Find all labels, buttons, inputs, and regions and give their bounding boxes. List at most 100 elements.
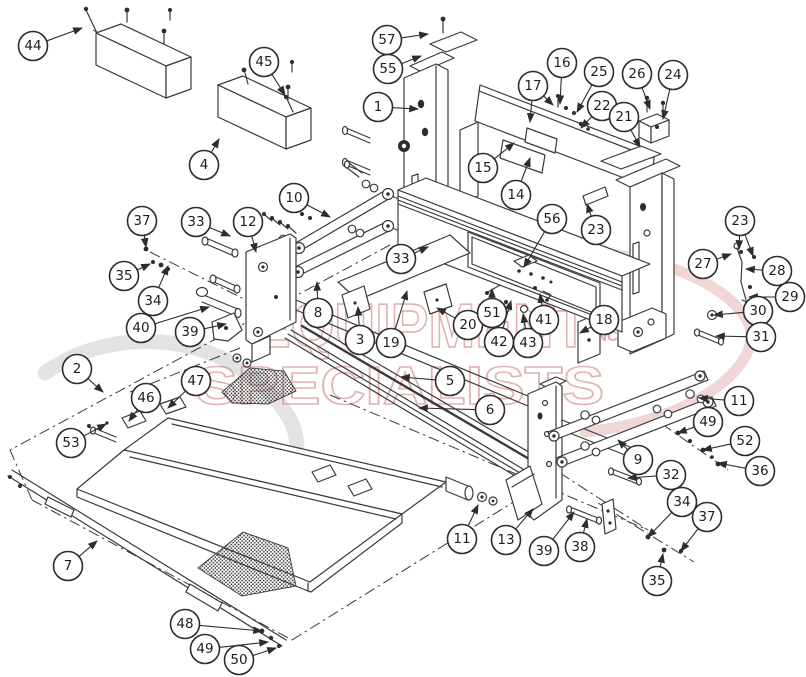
part-number-balloon xyxy=(655,459,687,491)
part-number-balloon xyxy=(580,214,612,246)
leader-line xyxy=(354,305,363,326)
callout-56-16: 56 xyxy=(523,203,568,268)
leader-line xyxy=(523,231,545,268)
part-number-label: 35 xyxy=(648,573,665,589)
part-number-balloon xyxy=(372,53,404,85)
part-number-label: 38 xyxy=(571,539,588,555)
part-number-balloon xyxy=(278,182,310,214)
callout-43-38: 43 xyxy=(512,312,544,359)
part-number-label: 39 xyxy=(535,543,552,559)
part-number-label: 53 xyxy=(62,435,79,451)
part-header-crossmember xyxy=(397,177,651,333)
part-number-label: 19 xyxy=(382,335,399,351)
leader-line xyxy=(199,624,264,635)
part-number-label: 23 xyxy=(587,222,604,238)
part-number-balloon xyxy=(528,535,560,567)
part-number-label: 37 xyxy=(133,213,150,229)
part-number-balloon xyxy=(188,149,220,181)
part-number-label: 49 xyxy=(196,641,213,657)
part-number-balloon xyxy=(622,444,654,476)
part-number-balloon xyxy=(52,550,84,582)
part-number-label: 44 xyxy=(24,38,41,54)
leader-line xyxy=(735,235,744,251)
part-number-label: 26 xyxy=(628,66,645,82)
part-number-label: 37 xyxy=(698,509,715,525)
part-number-balloon xyxy=(512,327,544,359)
part-number-balloon xyxy=(137,285,169,317)
part-number-balloon xyxy=(761,255,793,287)
part-number-balloon xyxy=(434,365,466,397)
leader-line xyxy=(394,289,409,329)
leader-line xyxy=(467,504,479,526)
leader-line xyxy=(520,156,531,182)
part-number-label: 10 xyxy=(285,190,302,206)
part-number-balloon xyxy=(536,203,568,235)
callout-28-19: 28 xyxy=(744,255,793,287)
part-number-label: 20 xyxy=(459,317,476,333)
callout-31-22: 31 xyxy=(714,321,777,353)
part-number-balloon xyxy=(189,633,221,665)
part-number-label: 57 xyxy=(378,32,395,48)
part-number-label: 34 xyxy=(144,293,161,309)
callout-34-57: 34 xyxy=(647,486,698,538)
callout-21-12: 21 xyxy=(608,101,641,148)
leader-line xyxy=(414,246,430,255)
leader-line xyxy=(526,100,535,124)
leader-line xyxy=(219,639,270,648)
part-number-balloon xyxy=(476,297,508,329)
part-number-balloon xyxy=(232,206,264,238)
part-number-balloon xyxy=(125,312,157,344)
part-number-label: 14 xyxy=(507,187,524,203)
part-number-label: 35 xyxy=(115,268,132,284)
part-number-balloon xyxy=(528,304,560,336)
leader-line xyxy=(140,235,149,249)
callout-20-35: 20 xyxy=(436,307,484,341)
callout-3-33: 3 xyxy=(344,305,376,356)
callout-57-3: 57 xyxy=(371,24,430,56)
leader-line xyxy=(271,74,286,96)
part-number-balloon xyxy=(108,260,140,292)
part-number-balloon xyxy=(446,523,478,555)
callout-8-31: 8 xyxy=(302,280,334,329)
part-number-balloon xyxy=(55,427,87,459)
part-number-label: 52 xyxy=(736,433,753,449)
leader-line xyxy=(617,439,628,450)
part-number-label: 33 xyxy=(392,251,409,267)
part-number-label: 47 xyxy=(187,373,204,389)
part-number-label: 56 xyxy=(543,211,560,227)
leader-line xyxy=(661,89,671,121)
part-number-label: 41 xyxy=(535,312,552,328)
part-number-label: 30 xyxy=(749,303,766,319)
leader-line xyxy=(579,325,592,334)
callout-10-26: 10 xyxy=(278,182,331,218)
leader-line xyxy=(253,647,278,656)
leader-line xyxy=(576,84,593,113)
part-torsion-bars xyxy=(284,320,552,487)
part-number-balloon xyxy=(180,365,212,397)
part-number-label: 42 xyxy=(490,334,507,350)
part-number-label: 16 xyxy=(553,55,570,71)
callout-2-41: 2 xyxy=(61,353,104,393)
part-number-balloon xyxy=(691,501,723,533)
leader-line xyxy=(641,87,651,111)
callout-11-47: 11 xyxy=(446,504,479,555)
leader-line xyxy=(676,426,695,434)
callout-55-4: 55 xyxy=(372,53,423,85)
part-number-balloon xyxy=(223,644,255,676)
part-mounting-box-right xyxy=(217,60,312,150)
part-number-label: 28 xyxy=(768,263,785,279)
part-number-balloon xyxy=(130,382,162,414)
part-number-label: 9 xyxy=(634,452,643,468)
leader-line xyxy=(87,378,104,393)
part-number-label: 31 xyxy=(752,329,769,345)
callout-40-29: 40 xyxy=(125,305,211,344)
callout-37-23: 37 xyxy=(126,205,158,249)
part-number-label: 46 xyxy=(137,390,154,406)
part-number-balloon xyxy=(744,455,776,487)
leader-line xyxy=(697,394,725,403)
leader-line xyxy=(716,253,733,261)
leader-line xyxy=(701,443,731,452)
part-number-balloon xyxy=(174,316,206,348)
part-number-label: 49 xyxy=(699,414,716,430)
